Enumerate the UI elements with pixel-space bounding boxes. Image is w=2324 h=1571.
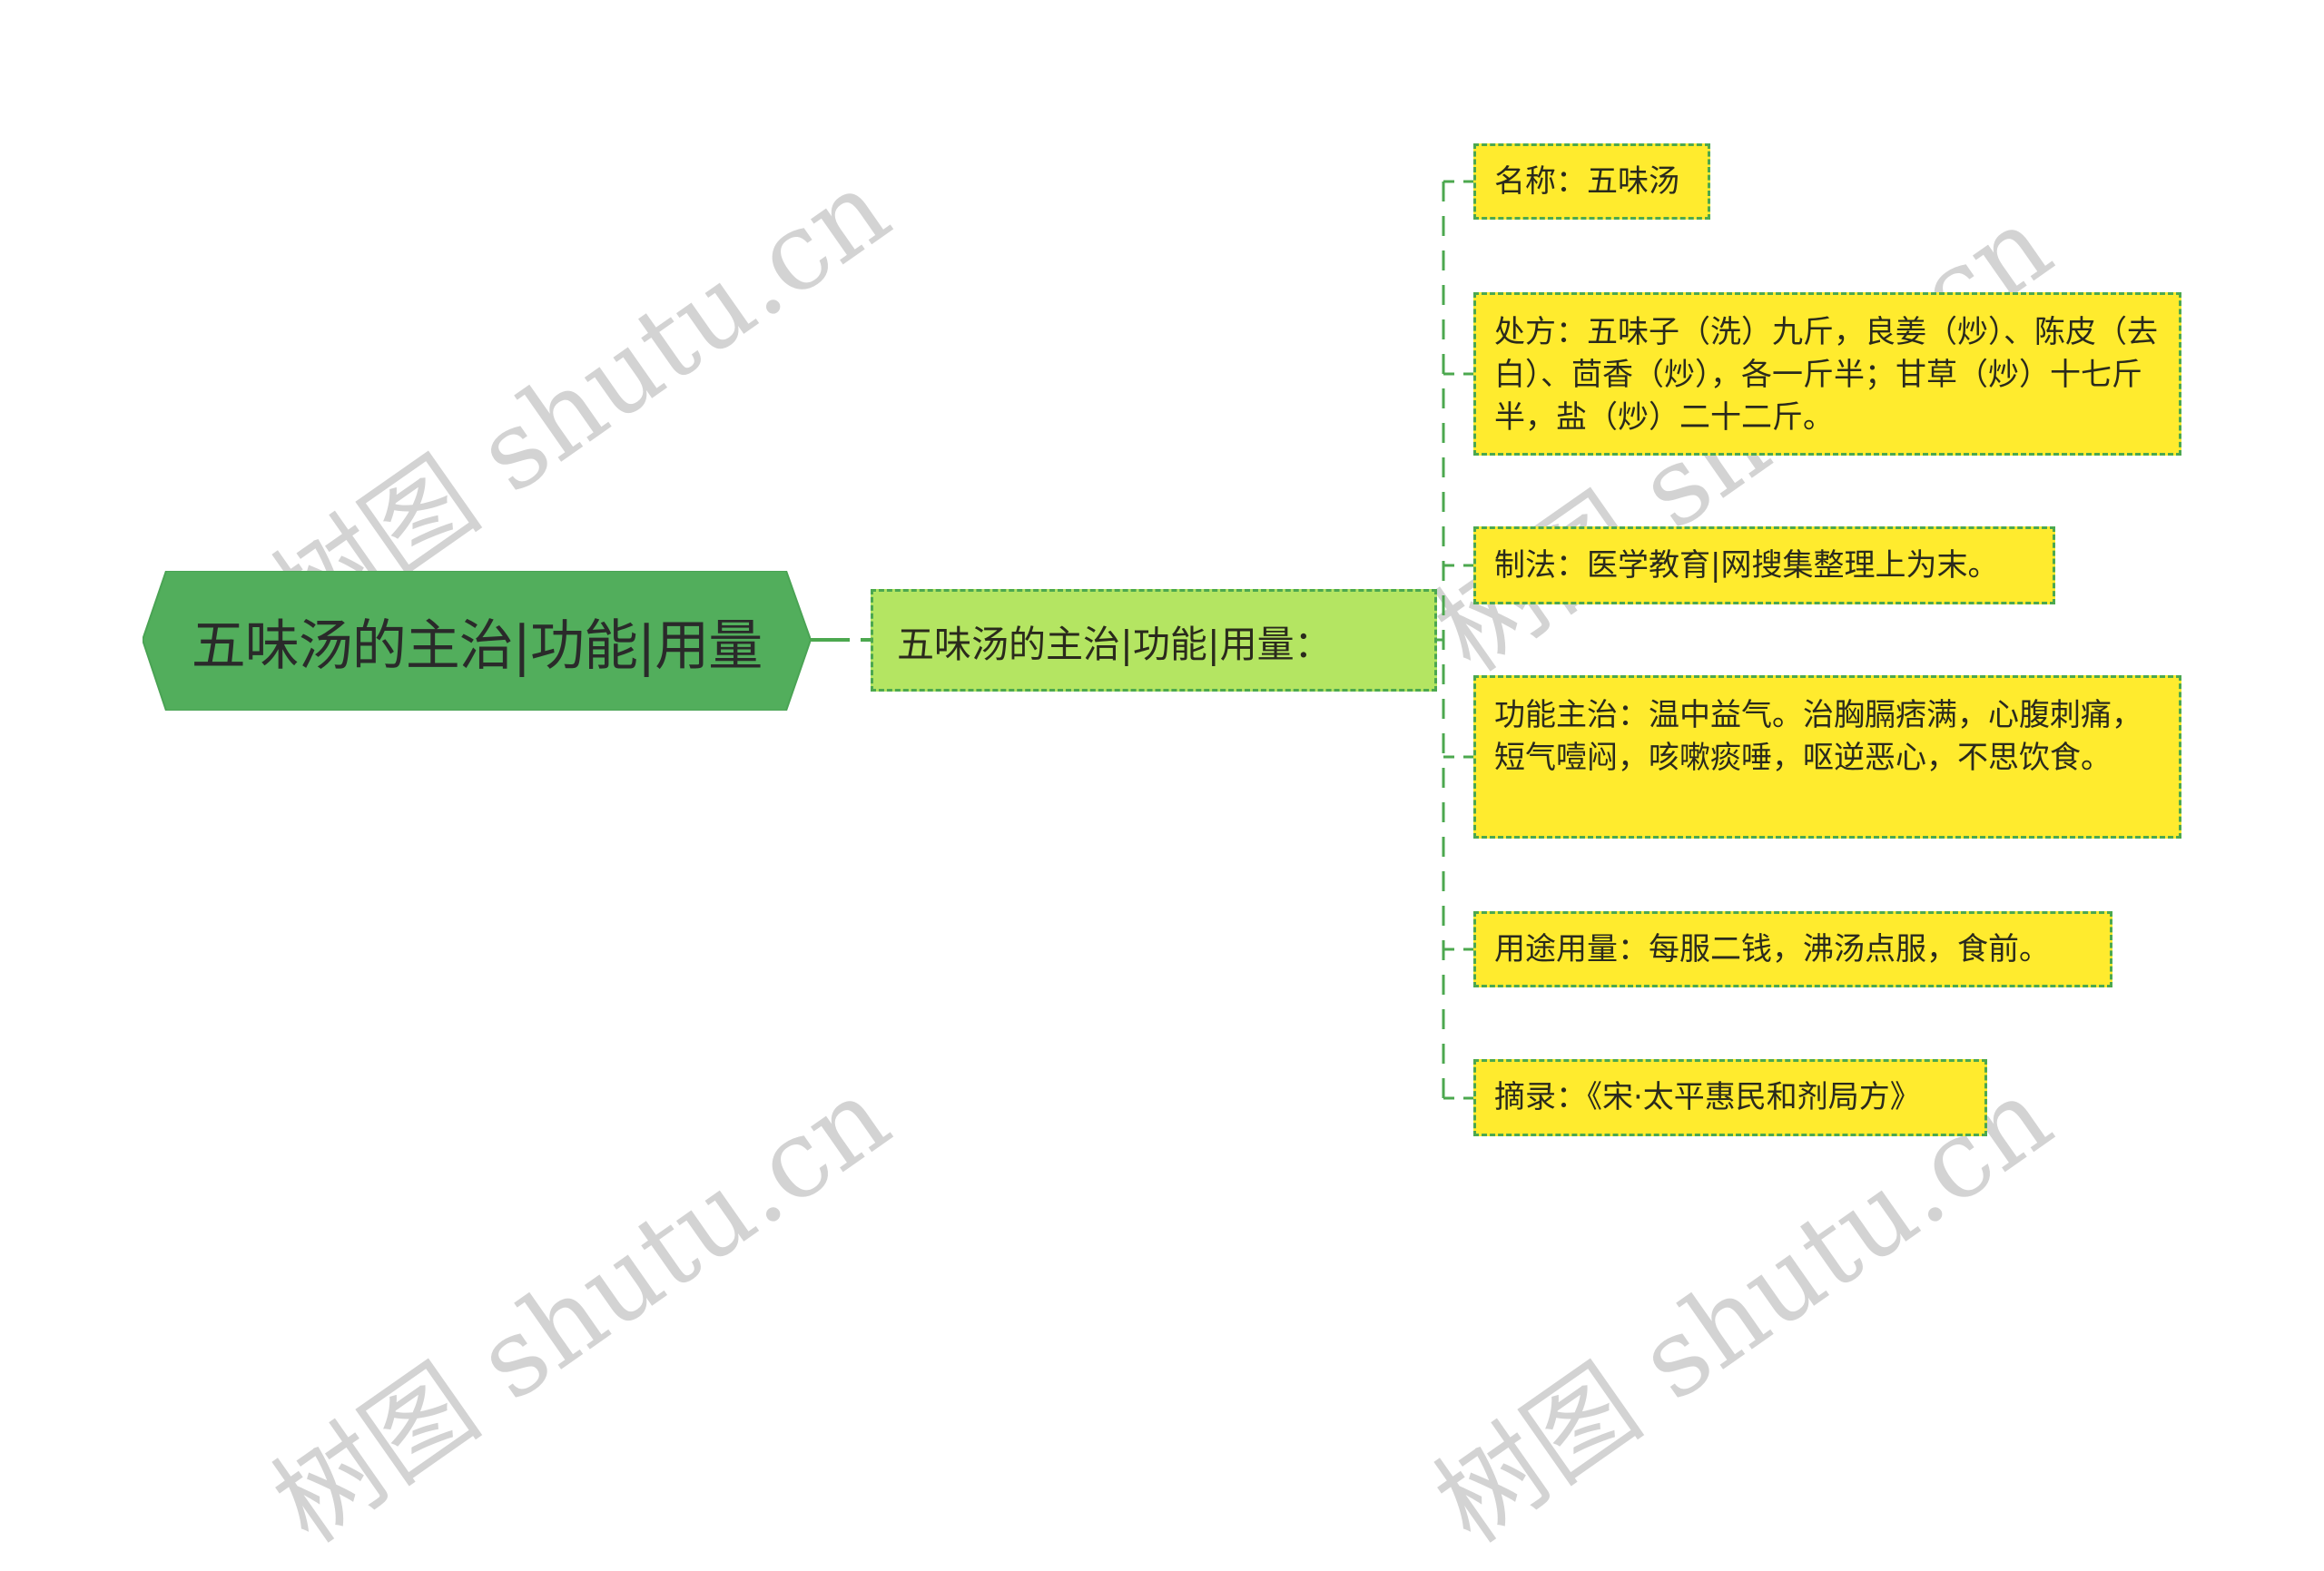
hexagon-shape	[143, 571, 811, 711]
child-label: 用途用量：每服二钱，沸汤点服，食前。	[1494, 930, 2050, 967]
child-node-prescription[interactable]: 处方：五味子（洗）九斤，良姜（炒）、陈皮（去白）、茴香（炒），各一斤半；甘草（炒…	[1473, 292, 2181, 456]
child-label: 处方：五味子（洗）九斤，良姜（炒）、陈皮（去白）、茴香（炒），各一斤半；甘草（炒…	[1494, 314, 2158, 436]
child-label: 摘录：《宋·太平惠民和剂局方》	[1494, 1079, 1921, 1115]
root-topic-label: 五味汤的主治|功能|用量	[191, 614, 763, 678]
child-node-source[interactable]: 摘录：《宋·太平惠民和剂局方》	[1473, 1059, 1987, 1136]
child-node-dosage[interactable]: 用途用量：每服二钱，沸汤点服，食前。	[1473, 911, 2112, 987]
child-node-preparation[interactable]: 制法：医学教育|网搜集整理上为末。	[1473, 526, 2055, 604]
child-label: 名称：五味汤	[1494, 162, 1679, 200]
child-node-name[interactable]: 名称：五味汤	[1473, 143, 1710, 220]
child-node-indications[interactable]: 功能主治：温中益气。治胸膈痞满，心腹刺痛，短气噎闷，咳嗽痰唾，呕逆恶心，不思饮食…	[1473, 675, 2181, 839]
subtopic-label: 五味汤的主治|功能|用量：	[897, 622, 1332, 666]
child-label: 功能主治：温中益气。治胸膈痞满，心腹刺痛，短气噎闷，咳嗽痰唾，呕逆恶心，不思饮食…	[1494, 697, 2142, 776]
child-label: 制法：医学教育|网搜集整理上为末。	[1494, 546, 1999, 584]
root-topic-node[interactable]: 五味汤的主治|功能|用量	[143, 571, 811, 711]
subtopic-node[interactable]: 五味汤的主治|功能|用量：	[871, 589, 1437, 692]
